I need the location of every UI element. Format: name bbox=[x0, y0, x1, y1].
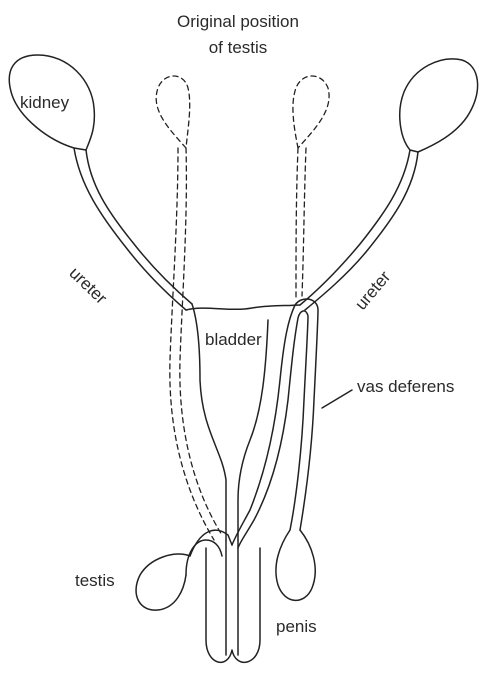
right-ureter-outer bbox=[300, 150, 410, 305]
right-testis bbox=[276, 530, 315, 600]
testis-label: testis bbox=[75, 572, 115, 589]
right-kidney bbox=[400, 59, 478, 152]
right-ureter-inner bbox=[305, 152, 418, 310]
kidney-label: kidney bbox=[20, 94, 69, 111]
title-line-2: of testis bbox=[158, 35, 318, 61]
original-testis-right bbox=[293, 76, 329, 148]
vas-deferens-leader bbox=[322, 390, 352, 408]
vas-deferens-label: vas deferens bbox=[357, 378, 454, 395]
bladder-label: bladder bbox=[205, 331, 262, 348]
descent-path-right-b bbox=[302, 148, 306, 296]
penis-outline bbox=[206, 548, 260, 662]
left-duct-inner bbox=[186, 540, 222, 575]
bladder-right bbox=[238, 320, 268, 540]
bladder-top bbox=[186, 305, 300, 310]
title-line-1: Original position bbox=[158, 9, 318, 35]
left-testis bbox=[136, 554, 190, 610]
original-position-label: Original position of testis bbox=[158, 9, 318, 61]
descent-path-right-a bbox=[296, 148, 298, 300]
left-ureter-inner bbox=[86, 150, 192, 304]
original-testis-left bbox=[156, 76, 190, 148]
penis-label: penis bbox=[276, 618, 317, 635]
